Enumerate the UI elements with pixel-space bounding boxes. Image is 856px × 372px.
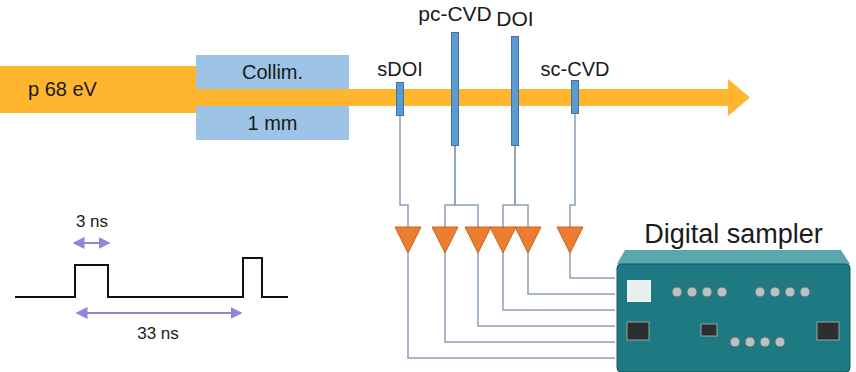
usb-port (701, 324, 717, 336)
detector-label: pc-CVD (417, 3, 493, 25)
amplifier-symbol (490, 227, 516, 253)
amplifier-symbol (395, 227, 421, 253)
device-label: Digital sampler (615, 218, 852, 250)
bnc-connector (775, 337, 785, 347)
signal-wire (503, 146, 615, 310)
width-arrow (74, 242, 109, 244)
device-logo (627, 280, 651, 302)
pulse-train (15, 258, 288, 297)
beam-source: p 68 eV (0, 66, 196, 113)
block-label: 1 mm (248, 112, 298, 135)
bnc-connector (800, 287, 810, 297)
period-arrow (77, 312, 241, 314)
bnc-connector (717, 287, 727, 297)
amplifier-symbol (432, 227, 458, 253)
amplifier-symbol (465, 227, 491, 253)
bnc-connector (745, 337, 755, 347)
detector: sDOI (376, 58, 424, 116)
device-top (617, 250, 850, 264)
bnc-connector (702, 287, 712, 297)
signal-wire (570, 114, 615, 278)
detector-label: sDOI (376, 58, 424, 80)
signal-wire (445, 146, 615, 342)
device-front (617, 264, 850, 372)
ethernet-port (627, 322, 649, 340)
block-label: Collim. (242, 61, 303, 84)
block-label: p 68 eV (28, 78, 97, 101)
signal-wire (515, 146, 615, 294)
amplifier-symbol (557, 227, 583, 253)
signal-wire (455, 146, 615, 326)
bnc-connector (760, 337, 770, 347)
bnc-connector (785, 287, 795, 297)
collimator-block: Collim. (196, 55, 349, 89)
sampler-illustration (615, 250, 852, 372)
detector-bar (451, 32, 459, 146)
bnc-connector (770, 287, 780, 297)
detector-bar (511, 36, 519, 146)
collimator-block: 1 mm (196, 106, 349, 140)
amplifier-group (395, 227, 583, 253)
detector-bar (396, 82, 404, 116)
digital-sampler: Digital sampler (615, 218, 852, 372)
amplifier-symbol (515, 227, 541, 253)
detector-bar (571, 80, 579, 114)
detector: sc-CVD (540, 58, 611, 114)
bnc-connector (755, 287, 765, 297)
bnc-connector (687, 287, 697, 297)
timing-label: 3 ns (76, 212, 108, 232)
bnc-connector (672, 287, 682, 297)
detector: DOI (495, 8, 535, 146)
detector-label: DOI (495, 8, 535, 30)
detector-label: sc-CVD (540, 58, 611, 80)
ethernet-port (817, 322, 839, 340)
signal-wire (400, 116, 615, 358)
detector: pc-CVD (417, 3, 493, 146)
timing-label: 33 ns (137, 324, 179, 344)
bnc-connector (730, 337, 740, 347)
